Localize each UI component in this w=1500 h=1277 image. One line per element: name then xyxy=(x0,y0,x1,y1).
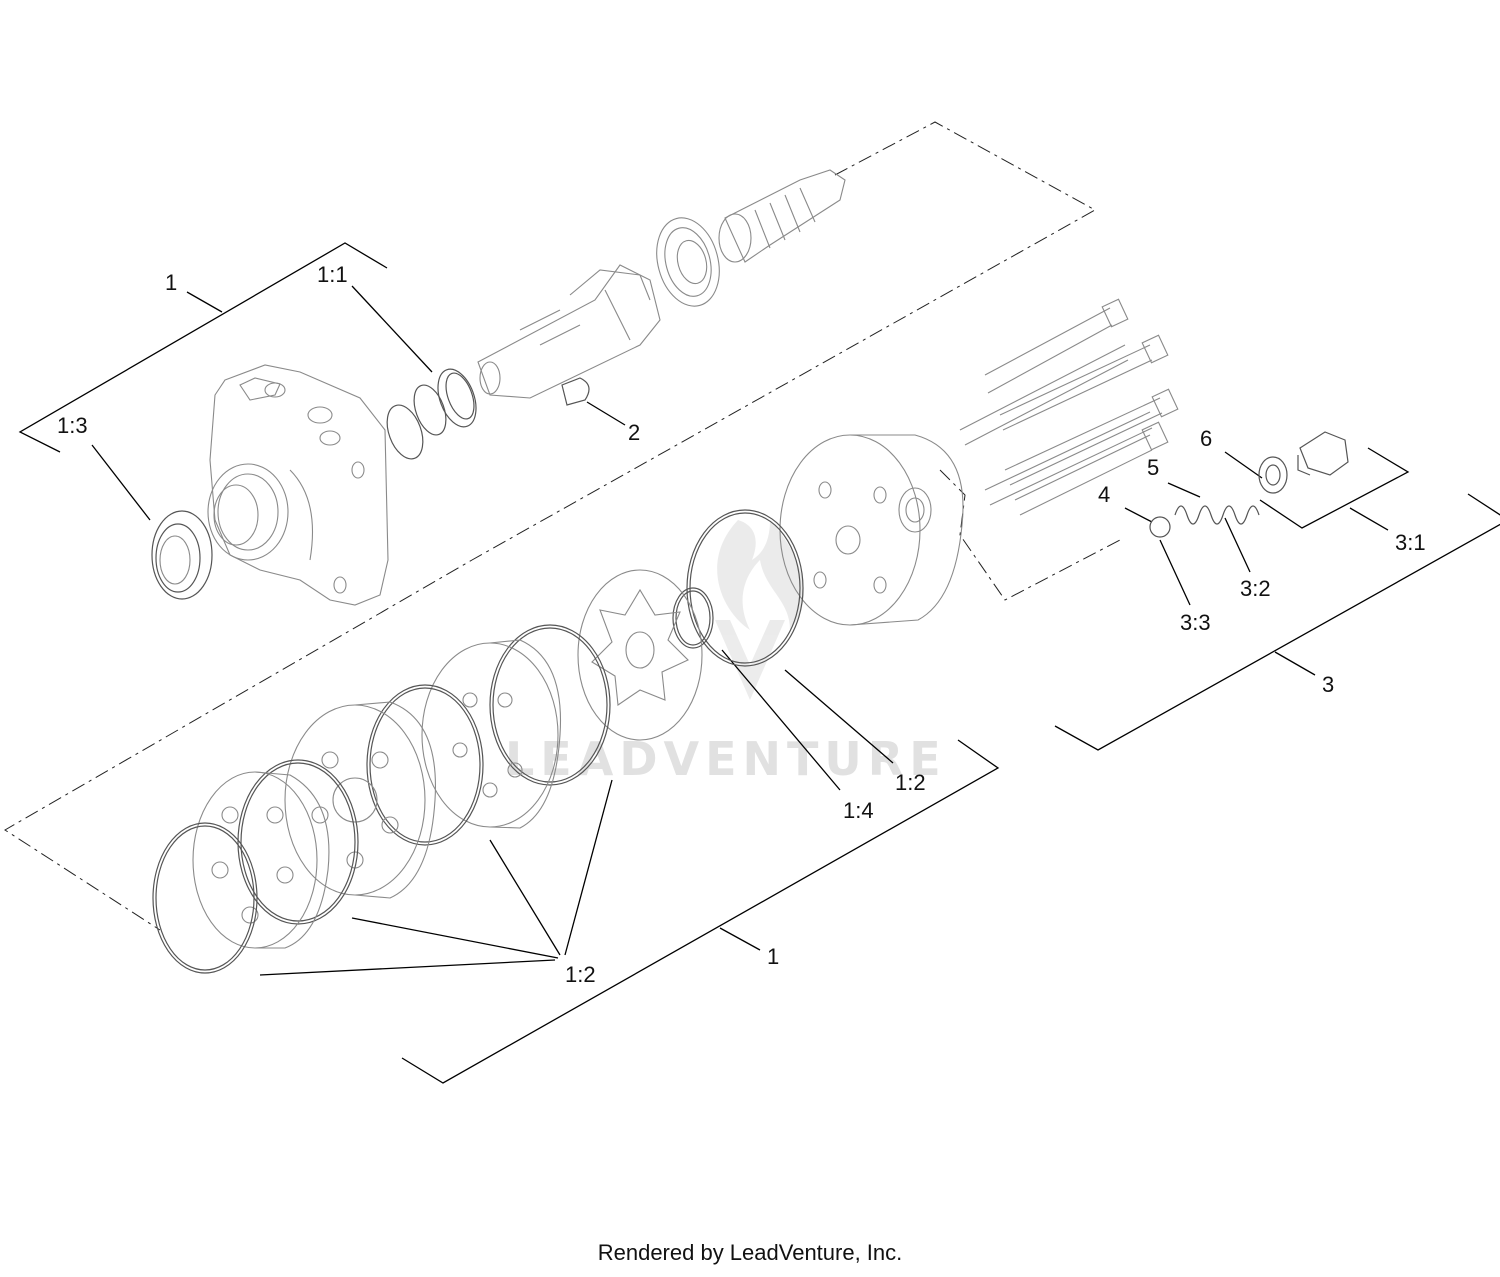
callout-1-2-bottom: 1:2 xyxy=(565,962,596,987)
o-ring-stack-1 xyxy=(489,624,611,786)
callout-5: 5 xyxy=(1147,455,1159,480)
gerotor-set xyxy=(284,701,437,899)
bracket-3 xyxy=(1054,493,1500,751)
callout-1-3: 1:3 xyxy=(57,413,88,438)
callout-1-1: 1:1 xyxy=(317,262,348,287)
drive-shaft xyxy=(477,264,661,399)
plug-3-1 xyxy=(1297,431,1349,476)
spring-5 xyxy=(1174,505,1260,525)
bolt-set xyxy=(959,298,1179,516)
end-cover xyxy=(779,434,964,626)
callout-1-top: 1 xyxy=(165,270,177,295)
callout-3-1: 3:1 xyxy=(1395,530,1426,555)
rings-1-1 xyxy=(386,368,477,460)
callout-2: 2 xyxy=(628,420,640,445)
callout-1-4: 1:4 xyxy=(843,798,874,823)
seal-1-3 xyxy=(151,510,213,600)
ball-4 xyxy=(1149,516,1171,538)
callout-3: 3 xyxy=(1322,672,1334,697)
callout-3-2: 3:2 xyxy=(1240,576,1271,601)
o-ring-1-4 xyxy=(672,587,714,649)
callout-6: 6 xyxy=(1200,426,1212,451)
dashed-boundaries xyxy=(4,121,1121,931)
bracket-1-top xyxy=(18,242,388,453)
bracket-1-bottom xyxy=(401,739,1000,1084)
leader-lines xyxy=(91,285,1263,976)
callout-1-bottom: 1 xyxy=(767,944,779,969)
manifold-plate xyxy=(421,639,562,829)
watermark-logo xyxy=(715,520,804,700)
callout-3-3: 3:3 xyxy=(1180,610,1211,635)
watermark-text: LEADVENTURE xyxy=(505,732,947,786)
wear-plate xyxy=(192,771,330,949)
o-ring-front xyxy=(152,822,258,974)
motor-housing xyxy=(207,364,389,606)
washer-6 xyxy=(1258,456,1288,494)
callout-labels: 1 1:1 1:3 2 6 5 4 3:1 3:2 3:3 3 1:2 1:4 … xyxy=(57,262,1426,987)
bracket-3-1 xyxy=(1259,447,1410,531)
splined-coupling xyxy=(718,169,846,263)
footer-credit: Rendered by LeadVenture, Inc. xyxy=(597,1240,903,1265)
callout-4: 4 xyxy=(1098,482,1110,507)
o-ring-stack-2 xyxy=(366,684,484,846)
key-2 xyxy=(561,377,590,406)
thrust-bearing xyxy=(656,217,720,307)
callout-1-2-right: 1:2 xyxy=(895,770,926,795)
